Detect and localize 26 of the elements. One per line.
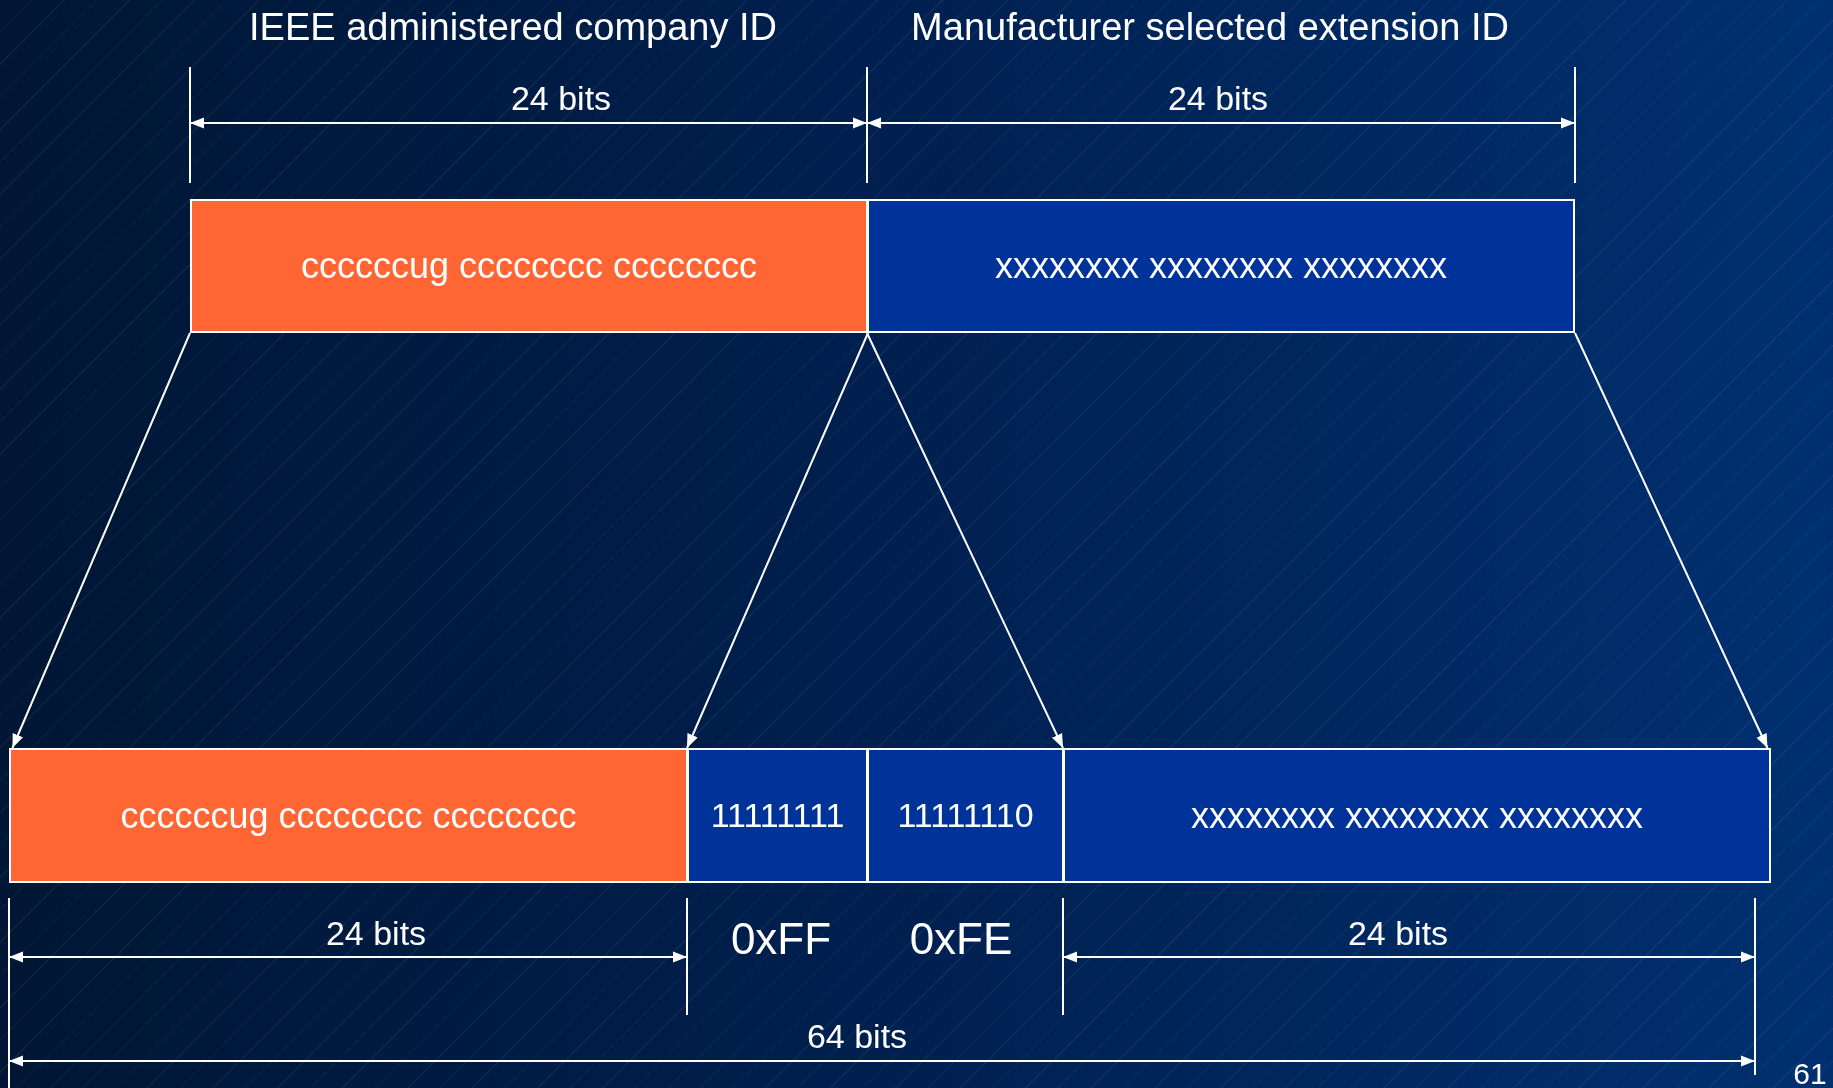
dimension-label: 24 bits	[1167, 79, 1269, 118]
bit-field-box	[190, 199, 868, 333]
bit-pattern-text: ccccccug cccccccc cccccccc	[120, 794, 577, 837]
field-heading: IEEE administered company ID	[249, 6, 777, 49]
hex-value: 0xFF	[730, 914, 832, 964]
bit-field-box	[867, 199, 1575, 333]
bit-pattern-text: xxxxxxxx xxxxxxxx xxxxxxxx	[1191, 794, 1643, 837]
bit-field-box	[9, 748, 688, 883]
bit-pattern-text: 11111110	[897, 796, 1034, 835]
dimension-label: 24 bits	[510, 79, 612, 118]
bit-field-box	[867, 748, 1064, 883]
bit-pattern-text: xxxxxxxx xxxxxxxx xxxxxxxx	[995, 245, 1447, 287]
page-number: 61	[1793, 1057, 1827, 1088]
bit-pattern-text: 11111111	[710, 796, 845, 835]
dimension-label: 24 bits	[1347, 914, 1449, 953]
arrow	[1574, 332, 1769, 749]
dimension-label: 64 bits	[806, 1017, 908, 1056]
arrow	[11, 332, 191, 749]
bit-field-box	[1063, 748, 1771, 883]
bit-field-box	[687, 748, 868, 883]
bit-pattern-text: ccccccug cccccccc cccccccc	[300, 245, 757, 287]
arrow	[686, 332, 869, 749]
field-heading: Manufacturer selected extension ID	[911, 6, 1509, 49]
arrow	[866, 332, 1064, 749]
dimension-label: 24 bits	[325, 914, 427, 953]
hex-value: 0xFE	[909, 914, 1013, 964]
